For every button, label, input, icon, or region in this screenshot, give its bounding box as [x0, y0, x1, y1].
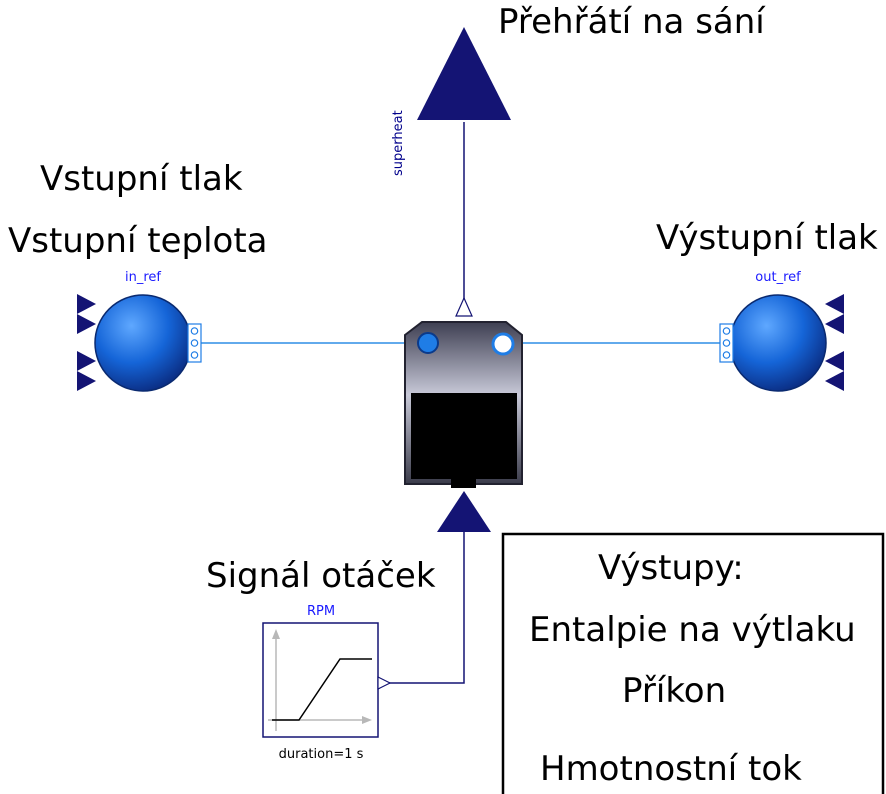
rpm-block-frame [262, 622, 379, 738]
rpm-input-triangle[interactable] [437, 491, 491, 532]
inlet-pressure-label: Vstupní tlak [40, 159, 243, 199]
output-power: Příkon [622, 671, 726, 711]
port-dot-icon [722, 327, 731, 335]
inlet-temperature-input-icon [77, 351, 96, 371]
outlet-boundary[interactable] [719, 294, 844, 392]
rpm-block-name: RPM [307, 604, 335, 619]
port-dot-icon [722, 351, 731, 359]
port-dot-icon [190, 339, 199, 347]
ramp-y-axis-arrow-icon [272, 629, 280, 639]
outlet-fluid-port[interactable] [719, 323, 734, 363]
port-dot-icon [190, 351, 199, 359]
inlet-fluid-port[interactable] [187, 323, 202, 363]
inlet-boundary-circle [94, 294, 192, 392]
outputs-title: Výstupy: [598, 548, 744, 588]
rpm-output-port-icon [377, 676, 392, 690]
output-enthalpy: Entalpie na výtlaku [529, 610, 856, 650]
superheat-label: superheat [391, 110, 406, 176]
outlet-pressure-input-icon [825, 314, 844, 334]
inlet-temperature-label: Vstupní teplota [8, 221, 267, 261]
superheat-title: Přehřátí na sání [498, 2, 766, 42]
inlet-pressure-input-icon [77, 294, 96, 314]
outlet-temperature-input-icon [825, 351, 844, 371]
outputs-box [501, 532, 885, 794]
ramp-x-axis-arrow-icon [362, 716, 372, 724]
outlet-pressure-label: Výstupní tlak [656, 218, 878, 258]
outlet-boundary-circle [729, 294, 827, 392]
inlet-pressure-input-icon [77, 314, 96, 334]
rpm-duration-parameter: duration=1 s [279, 747, 364, 762]
compressor-inlet-port[interactable] [417, 332, 439, 354]
superheat-output-triangle[interactable] [417, 27, 511, 120]
inlet-boundary[interactable] [77, 294, 202, 392]
ramp-curve [272, 658, 372, 721]
outlet-pressure-input-icon [825, 294, 844, 314]
port-dot-icon [722, 339, 731, 347]
compressor-base [451, 478, 476, 488]
inlet-source-name: in_ref [125, 270, 161, 285]
compressor-block[interactable] [404, 296, 523, 532]
port-dot-icon [190, 327, 199, 335]
outlet-sink-name: out_ref [755, 270, 801, 285]
compressor-output-port-icon [455, 296, 473, 317]
rpm-ramp-block[interactable] [262, 622, 392, 738]
speed-signal-label: Signál otáček [206, 556, 436, 596]
rpm-signal-line [384, 532, 465, 684]
inlet-temperature-input-icon [77, 371, 96, 391]
compressor-display [411, 393, 517, 479]
output-massflow: Hmotnostní tok [540, 749, 802, 789]
outlet-temperature-input-icon [825, 371, 844, 391]
compressor-outlet-port[interactable] [491, 332, 515, 356]
